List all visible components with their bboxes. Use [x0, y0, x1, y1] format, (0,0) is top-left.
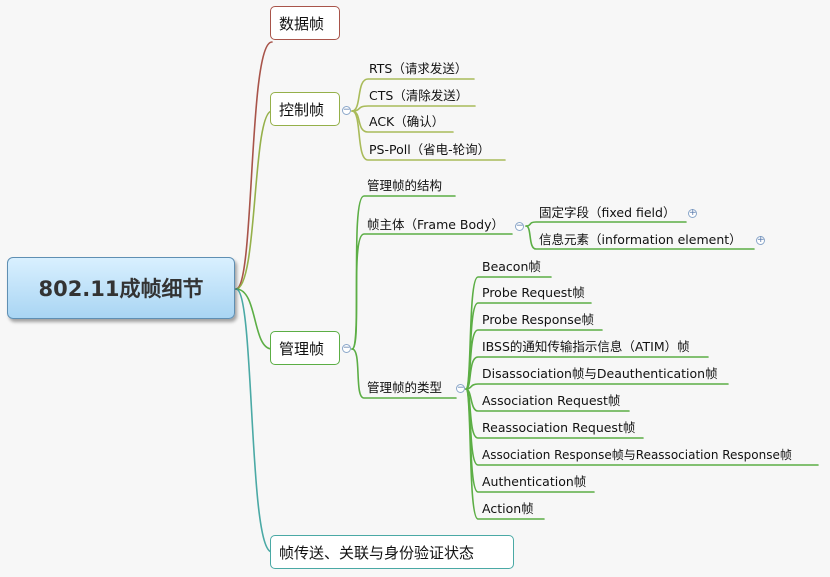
collapse-toggle-icon[interactable]: −: [342, 343, 351, 353]
management-type-item[interactable]: Beacon帧: [482, 259, 541, 274]
management-type-item[interactable]: Probe Response帧: [482, 312, 594, 327]
management-types-topic[interactable]: 管理帧的类型: [367, 380, 443, 395]
collapse-toggle-icon[interactable]: −: [515, 221, 524, 231]
topic-management-frames[interactable]: 管理帧: [270, 331, 340, 365]
topic-control-frames[interactable]: 控制帧: [270, 92, 340, 126]
management-type-item[interactable]: Authentication帧: [482, 474, 587, 489]
collapse-toggle-icon[interactable]: −: [456, 383, 465, 393]
management-structure-topic[interactable]: 管理帧的结构: [367, 178, 443, 193]
frame-body-item[interactable]: 固定字段（fixed field）: [539, 205, 676, 220]
expand-toggle-icon[interactable]: +: [688, 208, 697, 218]
link-transfer-frames: [235, 288, 273, 553]
link-management-frames: [235, 288, 273, 350]
link-data-frames: [235, 41, 273, 290]
management-type-item[interactable]: Reassociation Request帧: [482, 420, 636, 435]
management-type-item[interactable]: IBSS的通知传输指示信息（ATIM）帧: [482, 339, 690, 354]
control-frame-item[interactable]: RTS（请求发送）: [369, 61, 468, 76]
link-control-frames: [235, 110, 273, 290]
control-frame-item[interactable]: PS-Poll（省电-轮询）: [369, 142, 491, 157]
management-type-item[interactable]: Association Request帧: [482, 393, 621, 408]
collapse-toggle-icon[interactable]: −: [342, 105, 351, 115]
control-frame-item[interactable]: CTS（清除发送）: [369, 88, 469, 103]
expand-toggle-icon[interactable]: +: [756, 235, 765, 245]
control-frame-item[interactable]: ACK（确认）: [369, 114, 445, 129]
management-type-item[interactable]: Probe Request帧: [482, 285, 585, 300]
root-topic[interactable]: 802.11成帧细节: [7, 257, 235, 319]
management-type-item[interactable]: Association Response帧与Reassociation Resp…: [482, 448, 792, 462]
topic-data-frames[interactable]: 数据帧: [270, 6, 340, 40]
topic-transfer-frames[interactable]: 帧传送、关联与身份验证状态: [270, 535, 514, 569]
frame-body-topic[interactable]: 帧主体（Frame Body）: [367, 217, 504, 232]
frame-body-item[interactable]: 信息元素（information element）: [539, 232, 742, 247]
management-type-item[interactable]: Disassociation帧与Deauthentication帧: [482, 366, 718, 381]
management-type-item[interactable]: Action帧: [482, 501, 534, 516]
